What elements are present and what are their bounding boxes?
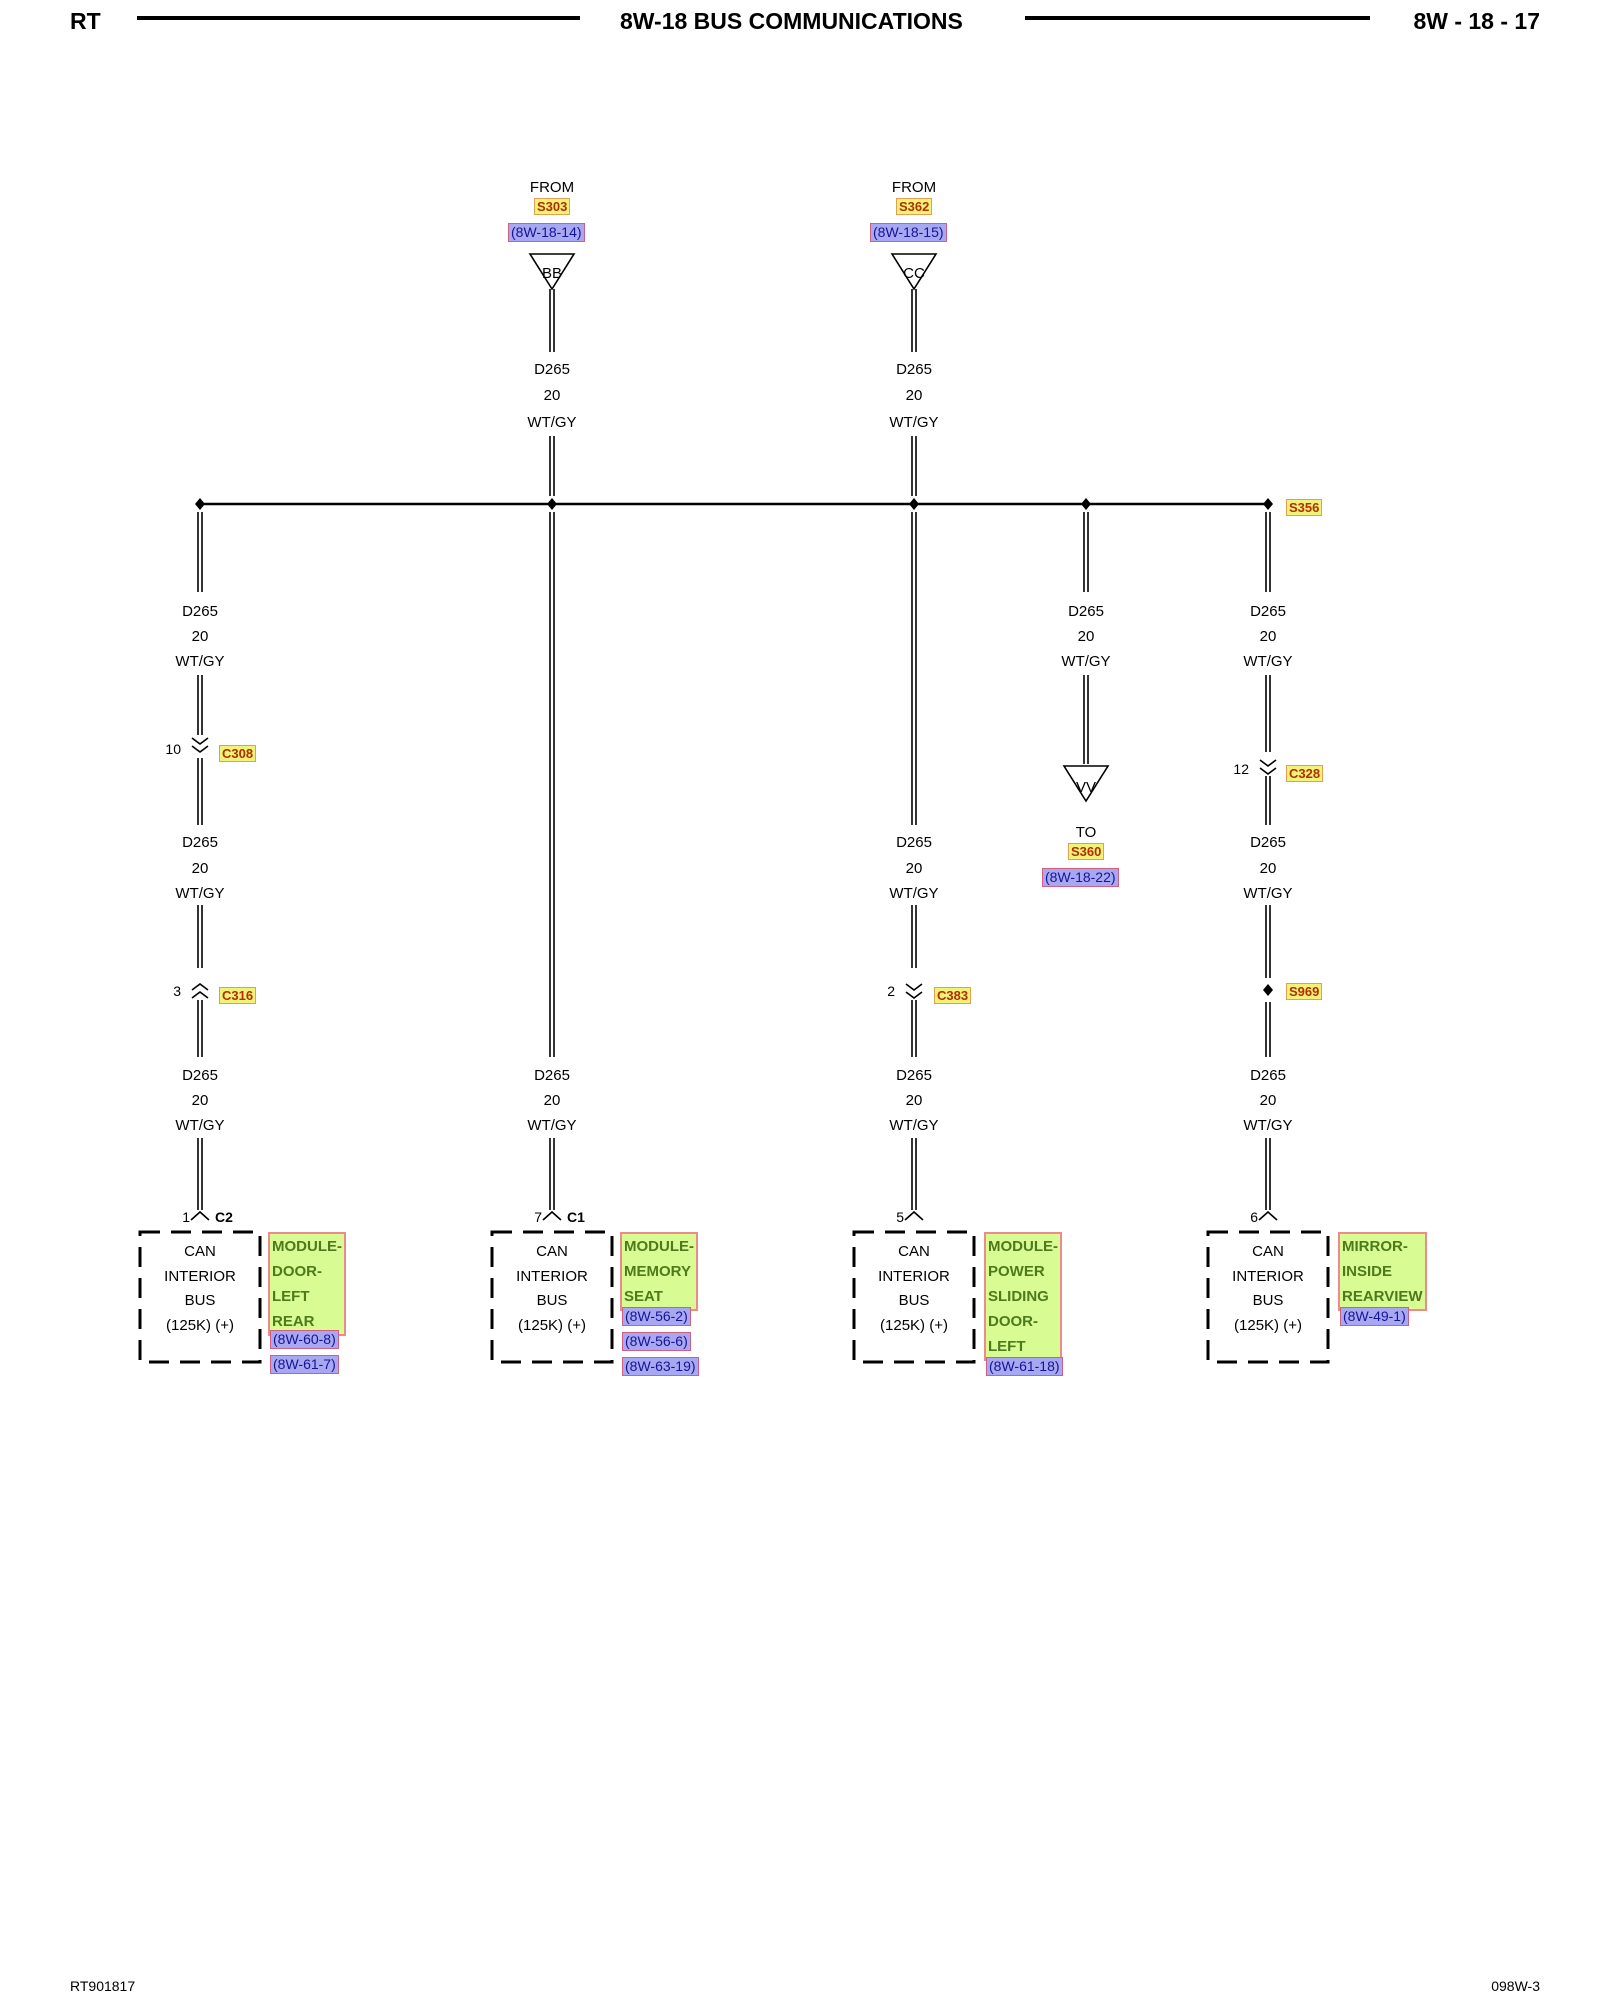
- connector-link-c328[interactable]: C328: [1286, 765, 1324, 782]
- from-label-s362: FROM: [892, 179, 936, 196]
- connector-bb-label: BB: [542, 265, 562, 282]
- wire-color: WT/GY: [175, 653, 224, 670]
- to-label-s360: TO: [1076, 824, 1097, 841]
- wire-circuit: D265: [1250, 1067, 1286, 1084]
- wire-gauge: 20: [192, 628, 209, 645]
- wire-circuit: D265: [896, 834, 932, 851]
- page-title: 8W-18 BUS COMMUNICATIONS: [620, 8, 963, 34]
- component-pin: 7: [534, 1209, 542, 1225]
- wire-gauge: 20: [906, 860, 923, 877]
- header-rule-left: [137, 16, 580, 20]
- ref-link[interactable]: (8W-56-6): [622, 1332, 691, 1351]
- from-label-s303: FROM: [530, 179, 574, 196]
- wire-gauge: 20: [906, 1092, 923, 1109]
- module-memory-seat-label[interactable]: MODULE- MEMORY SEAT: [620, 1232, 698, 1311]
- component-pin: 6: [1250, 1209, 1258, 1225]
- wire-color: WT/GY: [527, 1117, 576, 1134]
- wire-circuit: D265: [1068, 603, 1104, 620]
- component-connector: C2: [215, 1209, 233, 1225]
- ref-link[interactable]: (8W-61-7): [270, 1355, 339, 1374]
- component-line: INTERIOR: [878, 1268, 950, 1285]
- wire-color: WT/GY: [1243, 653, 1292, 670]
- wire-color: WT/GY: [889, 1117, 938, 1134]
- footer-right: 098W-3: [1491, 1978, 1540, 1994]
- splice-link-s356[interactable]: S356: [1286, 499, 1323, 516]
- footer-left: RT901817: [70, 1978, 136, 1994]
- wire-circuit: D265: [182, 834, 218, 851]
- ref-link[interactable]: (8W-61-18): [986, 1357, 1063, 1376]
- wire-gauge: 20: [544, 387, 561, 404]
- wire-circuit: D265: [896, 361, 932, 378]
- ref-link-8w-18-14[interactable]: (8W-18-14): [508, 223, 585, 242]
- wire-circuit: D265: [1250, 834, 1286, 851]
- component-line: BUS: [537, 1292, 568, 1309]
- component-line: (125K) (+): [880, 1317, 948, 1334]
- connector-vv-label: VV: [1076, 779, 1096, 796]
- wire-gauge: 20: [192, 860, 209, 877]
- wire-gauge: 20: [906, 387, 923, 404]
- wire-gauge: 20: [192, 1092, 209, 1109]
- ref-link-8w-18-15[interactable]: (8W-18-15): [870, 223, 947, 242]
- component-line: INTERIOR: [164, 1268, 236, 1285]
- component-line: CAN: [536, 1243, 568, 1260]
- wire-color: WT/GY: [889, 885, 938, 902]
- module-door-left-rear-label[interactable]: MODULE- DOOR- LEFT REAR: [268, 1232, 346, 1336]
- page-number: 8W - 18 - 17: [1413, 8, 1540, 34]
- wire-circuit: D265: [534, 1067, 570, 1084]
- ref-link[interactable]: (8W-56-2): [622, 1307, 691, 1326]
- wire-gauge: 20: [1260, 628, 1277, 645]
- connector-link-c308[interactable]: C308: [219, 745, 257, 762]
- wire-circuit: D265: [182, 1067, 218, 1084]
- component-line: CAN: [1252, 1243, 1284, 1260]
- wire-circuit: D265: [896, 1067, 932, 1084]
- splice-link-s969[interactable]: S969: [1286, 983, 1323, 1000]
- c328-pin: 12: [1233, 761, 1249, 777]
- component-line: CAN: [898, 1243, 930, 1260]
- mirror-inside-rearview-label[interactable]: MIRROR- INSIDE REARVIEW: [1338, 1232, 1427, 1311]
- wire-gauge: 20: [544, 1092, 561, 1109]
- component-connector: C1: [567, 1209, 585, 1225]
- ref-link[interactable]: (8W-63-19): [622, 1357, 699, 1376]
- splice-link-s362[interactable]: S362: [896, 198, 933, 215]
- component-line: CAN: [184, 1243, 216, 1260]
- header-rule-right: [1025, 16, 1370, 20]
- component-line: BUS: [1253, 1292, 1284, 1309]
- wire-circuit: D265: [534, 361, 570, 378]
- c308-pin: 10: [165, 741, 181, 757]
- ref-link-8w-18-22[interactable]: (8W-18-22): [1042, 868, 1119, 887]
- wire-color: WT/GY: [1243, 885, 1292, 902]
- wire-color: WT/GY: [175, 1117, 224, 1134]
- connector-cc-label: CC: [903, 265, 925, 282]
- connector-link-c383[interactable]: C383: [934, 987, 972, 1004]
- wire-circuit: D265: [1250, 603, 1286, 620]
- c316-pin: 3: [173, 983, 181, 999]
- ref-link[interactable]: (8W-49-1): [1340, 1307, 1409, 1326]
- component-line: BUS: [899, 1292, 930, 1309]
- wire-gauge: 20: [1260, 860, 1277, 877]
- component-line: (125K) (+): [166, 1317, 234, 1334]
- connector-link-c316[interactable]: C316: [219, 987, 257, 1004]
- wire-gauge: 20: [1078, 628, 1095, 645]
- component-pin: 1: [182, 1209, 190, 1225]
- wire-color: WT/GY: [175, 885, 224, 902]
- wire-gauge: 20: [1260, 1092, 1277, 1109]
- header-left: RT: [70, 8, 101, 34]
- splice-link-s360[interactable]: S360: [1068, 843, 1105, 860]
- component-line: (125K) (+): [518, 1317, 586, 1334]
- wire-color: WT/GY: [1243, 1117, 1292, 1134]
- component-line: (125K) (+): [1234, 1317, 1302, 1334]
- ref-link[interactable]: (8W-60-8): [270, 1330, 339, 1349]
- module-power-sliding-door-left-label[interactable]: MODULE- POWER SLIDING DOOR- LEFT: [984, 1232, 1062, 1361]
- c383-pin: 2: [887, 983, 895, 999]
- wire-color: WT/GY: [889, 414, 938, 431]
- component-line: INTERIOR: [1232, 1268, 1304, 1285]
- wire-color: WT/GY: [1061, 653, 1110, 670]
- component-pin: 5: [896, 1209, 904, 1225]
- component-line: BUS: [185, 1292, 216, 1309]
- component-line: INTERIOR: [516, 1268, 588, 1285]
- wire-circuit: D265: [182, 603, 218, 620]
- wire-color: WT/GY: [527, 414, 576, 431]
- splice-link-s303[interactable]: S303: [534, 198, 571, 215]
